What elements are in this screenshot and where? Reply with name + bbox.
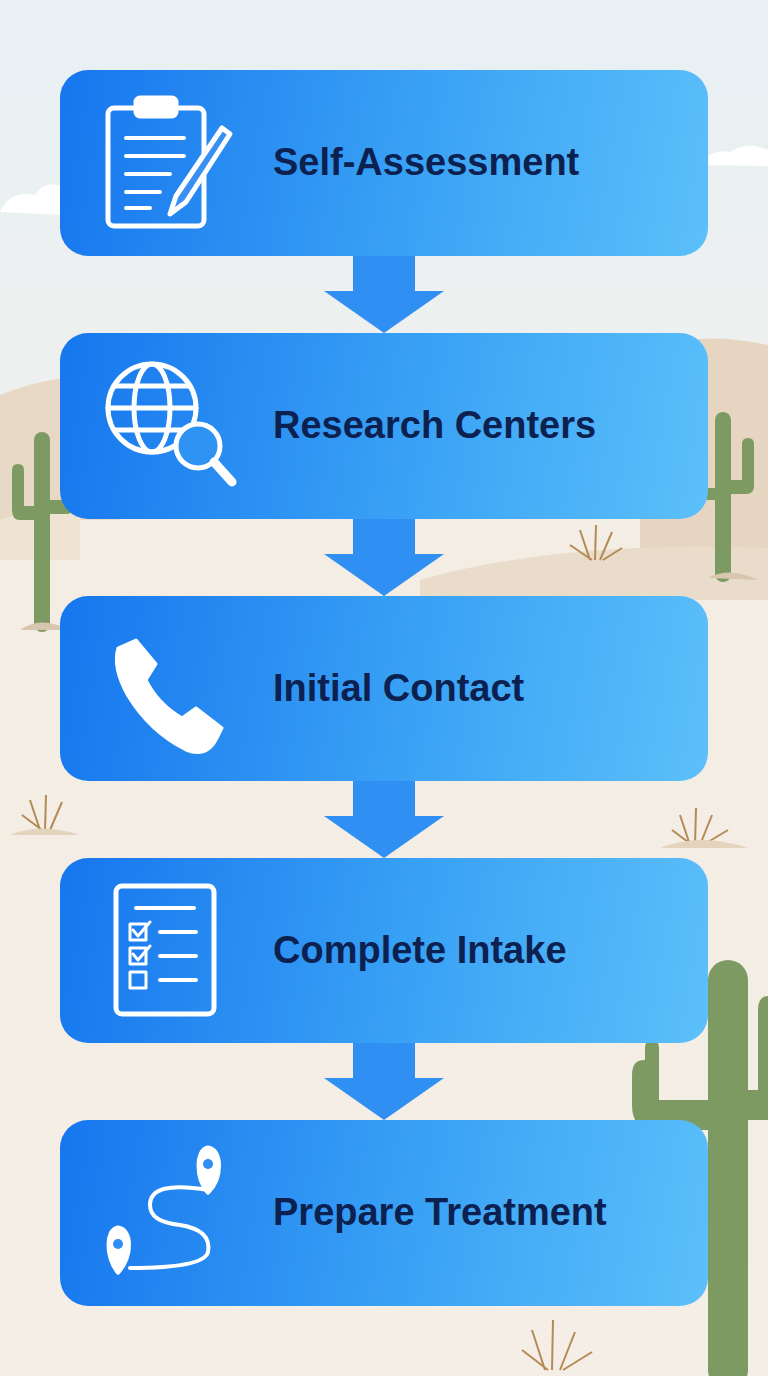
sand-mound <box>660 840 748 848</box>
checklist-icon <box>116 886 214 1014</box>
process-box: Self-Assessment <box>60 70 708 256</box>
grass-tuft <box>22 525 728 1370</box>
step-label: Self-Assessment <box>273 141 579 185</box>
arrow-head <box>324 291 444 333</box>
rock <box>708 572 758 580</box>
arrow-shaft <box>353 517 415 554</box>
step-label: Prepare Treatment <box>273 1191 607 1235</box>
arrow-shaft <box>353 254 415 291</box>
phone-icon <box>116 640 222 752</box>
arrow-head <box>324 816 444 858</box>
clipboard-icon <box>108 98 230 226</box>
process-box: Research Centers <box>60 333 708 519</box>
route-icon <box>109 1148 219 1272</box>
process-box: Complete Intake <box>60 858 708 1043</box>
step-label: Initial Contact <box>273 667 524 711</box>
cloud <box>0 184 65 215</box>
process-box: Prepare Treatment <box>60 1120 708 1306</box>
step-label: Research Centers <box>273 404 596 448</box>
flow-arrow <box>324 517 444 596</box>
arrow-head <box>324 1078 444 1120</box>
globe-search-icon <box>108 364 232 482</box>
arrow-shaft <box>353 1041 415 1078</box>
step-label: Complete Intake <box>273 929 567 973</box>
cloud <box>700 145 768 166</box>
flow-arrow <box>324 1041 444 1120</box>
flow-arrow <box>324 779 444 858</box>
flow-arrow <box>324 254 444 333</box>
sand-mound <box>10 829 80 836</box>
process-box: Initial Contact <box>60 596 708 781</box>
arrow-shaft <box>353 779 415 816</box>
arrow-head <box>324 554 444 596</box>
